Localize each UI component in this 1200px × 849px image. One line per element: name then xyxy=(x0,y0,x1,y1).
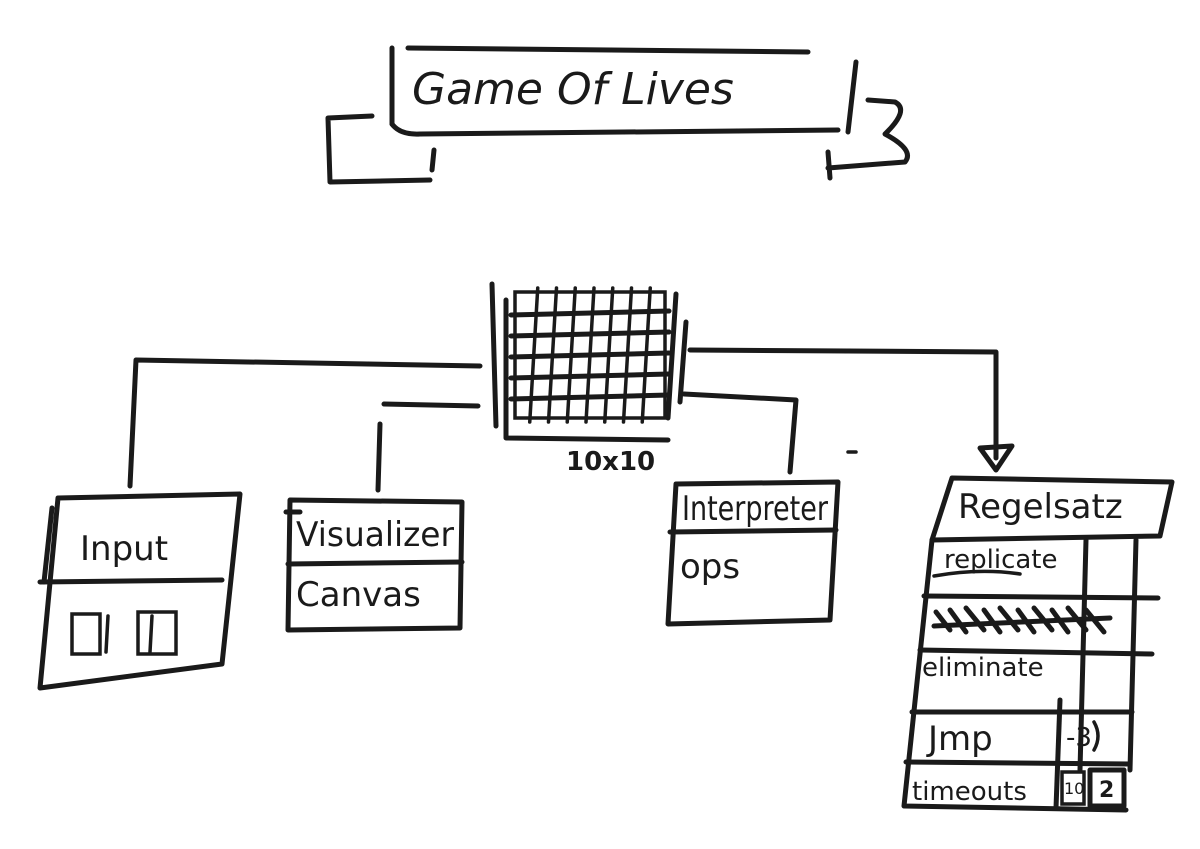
grid-row-line xyxy=(508,308,672,318)
rule-scribbled-out xyxy=(931,605,1113,635)
input-control-right-icon xyxy=(136,610,178,656)
visualizer-label: Visualizer xyxy=(296,515,454,555)
diagram-title: Game Of Lives xyxy=(412,64,734,115)
visualizer-component: Visualizer Canvas xyxy=(283,497,465,633)
rule-replicate: replicate xyxy=(944,545,1057,575)
grid-row-line xyxy=(508,329,672,339)
jump-value: -3 xyxy=(1066,723,1092,753)
title-banner: Game Of Lives xyxy=(325,45,910,185)
ruleset-label: Regelsatz xyxy=(958,487,1123,527)
timeouts-label: timeouts xyxy=(912,777,1027,807)
grid-row-line xyxy=(508,371,672,381)
timeout-value-1: 10 xyxy=(1064,779,1084,798)
input-component: Input xyxy=(37,491,243,691)
grid-row-line xyxy=(508,392,672,402)
grid-size-label: 10x10 xyxy=(566,447,655,477)
connector-input xyxy=(127,357,483,489)
board-grid: 10x10 xyxy=(489,281,689,477)
input-control-left-icon xyxy=(70,612,102,656)
rule-replicate-strike xyxy=(932,569,1022,578)
interpreter-label: Interpreter xyxy=(682,489,828,529)
connector-interpreter xyxy=(681,391,799,475)
connector-ruleset-arrow xyxy=(687,347,1015,473)
interpreter-component: Interpreter ops xyxy=(665,479,841,627)
ruleset-component: Regelsatz replicate eliminate Jmp -3 tim… xyxy=(901,475,1175,813)
input-label: Input xyxy=(80,529,168,569)
connector-visualizer xyxy=(375,401,481,493)
rule-eliminate: eliminate xyxy=(922,653,1044,683)
visualizer-sub-label: Canvas xyxy=(296,575,421,615)
jump-label: Jmp xyxy=(926,719,993,759)
grid-row-line xyxy=(508,350,672,360)
timeout-value-2: 2 xyxy=(1099,778,1114,803)
interpreter-sub-label: ops xyxy=(680,547,740,587)
